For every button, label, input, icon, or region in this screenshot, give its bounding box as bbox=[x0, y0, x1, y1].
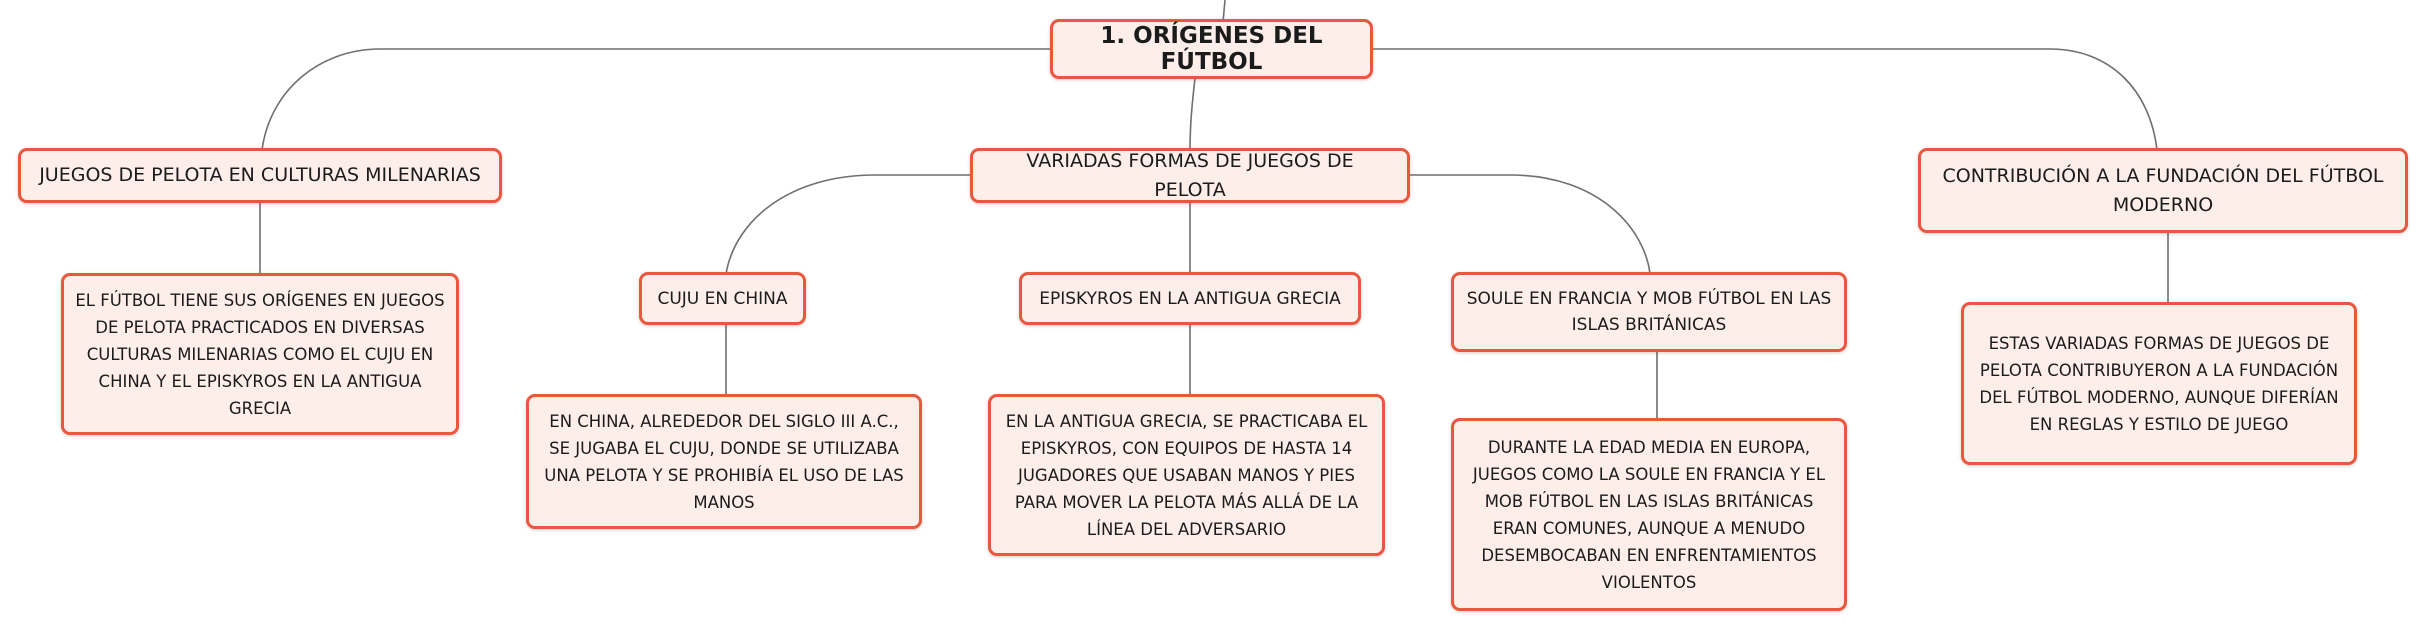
detail-juegos-culturas-milenarias[interactable]: EL FÚTBOL TIENE SUS ORÍGENES EN JUEGOS D… bbox=[61, 273, 459, 435]
detail-soule-mob-futbol-text: DURANTE LA EDAD MEDIA EN EUROPA, JUEGOS … bbox=[1472, 437, 1826, 592]
detail-soule-mob-futbol[interactable]: DURANTE LA EDAD MEDIA EN EUROPA, JUEGOS … bbox=[1451, 418, 1847, 611]
topic-juegos-culturas-milenarias[interactable]: JUEGOS DE PELOTA EN CULTURAS MILENARIAS bbox=[18, 148, 502, 203]
subtopic-episkyros-grecia[interactable]: EPISKYROS EN LA ANTIGUA GRECIA bbox=[1019, 272, 1361, 325]
connector-root-to-left-topic bbox=[261, 48, 1050, 151]
root-topic[interactable]: 1. ORÍGENES DEL FÚTBOL bbox=[1050, 19, 1373, 79]
topic-contribucion-futbol-moderno[interactable]: CONTRIBUCIÓN A LA FUNDACIÓN DEL FÚTBOL M… bbox=[1918, 148, 2408, 233]
connector-root-to-right-topic bbox=[1373, 48, 2158, 151]
connector-root-to-center-topic bbox=[1189, 77, 1196, 151]
subtopic-soule-mob-futbol[interactable]: SOULE EN FRANCIA Y MOB FÚTBOL EN LAS ISL… bbox=[1451, 272, 1847, 352]
subtopic-soule-mob-futbol-label: SOULE EN FRANCIA Y MOB FÚTBOL EN LAS ISL… bbox=[1466, 289, 1832, 335]
detail-juegos-culturas-milenarias-text: EL FÚTBOL TIENE SUS ORÍGENES EN JUEGOS D… bbox=[75, 290, 445, 418]
subtopic-episkyros-grecia-label: EPISKYROS EN LA ANTIGUA GRECIA bbox=[1039, 288, 1341, 309]
connector-center-to-cuju bbox=[725, 174, 972, 275]
connector-root-incoming bbox=[1222, 0, 1226, 23]
detail-episkyros-grecia[interactable]: EN LA ANTIGUA GRECIA, SE PRACTICABA EL E… bbox=[988, 394, 1385, 556]
connector-center-to-soule bbox=[1408, 174, 1651, 275]
topic-juegos-culturas-milenarias-label: JUEGOS DE PELOTA EN CULTURAS MILENARIAS bbox=[39, 164, 481, 186]
root-topic-label: 1. ORÍGENES DEL FÚTBOL bbox=[1100, 23, 1323, 75]
subtopic-cuju-china-label: CUJU EN CHINA bbox=[657, 288, 788, 309]
detail-contribucion-futbol-moderno-text: ESTAS VARIADAS FORMAS DE JUEGOS DE PELOT… bbox=[1979, 333, 2339, 434]
detail-cuju-china[interactable]: EN CHINA, ALREDEDOR DEL SIGLO III A.C., … bbox=[526, 394, 922, 529]
topic-variadas-formas[interactable]: VARIADAS FORMAS DE JUEGOS DE PELOTA bbox=[970, 148, 1410, 203]
topic-variadas-formas-label: VARIADAS FORMAS DE JUEGOS DE PELOTA bbox=[1026, 149, 1354, 201]
detail-episkyros-grecia-text: EN LA ANTIGUA GRECIA, SE PRACTICABA EL E… bbox=[1005, 411, 1368, 539]
detail-cuju-china-text: EN CHINA, ALREDEDOR DEL SIGLO III A.C., … bbox=[544, 411, 904, 512]
detail-contribucion-futbol-moderno[interactable]: ESTAS VARIADAS FORMAS DE JUEGOS DE PELOT… bbox=[1961, 302, 2357, 465]
subtopic-cuju-china[interactable]: CUJU EN CHINA bbox=[639, 272, 806, 325]
topic-contribucion-futbol-moderno-label: CONTRIBUCIÓN A LA FUNDACIÓN DEL FÚTBOL M… bbox=[1942, 164, 2384, 216]
